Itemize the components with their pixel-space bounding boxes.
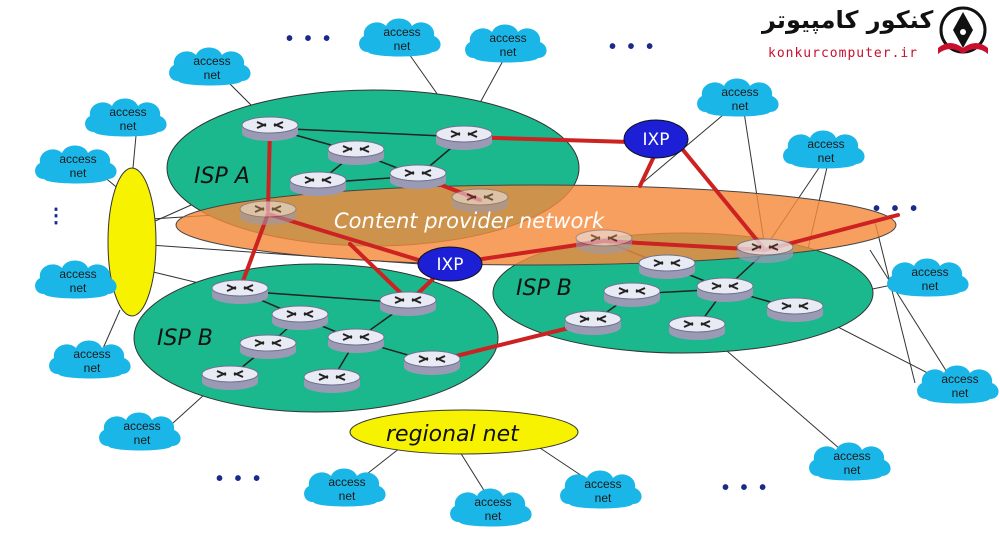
access-net-label-line1: access: [489, 31, 526, 45]
access-net-label-line1: access: [807, 137, 844, 151]
router-icon: [201, 365, 259, 391]
access-net-label-line2: net: [70, 281, 87, 295]
access-net-label-line1: access: [584, 477, 621, 491]
access-net-label-line2: net: [70, 166, 87, 180]
router-icon: [638, 254, 696, 280]
brand-logo: کنکور کامپیوتر konkurcomputer.ir: [752, 4, 998, 68]
access-net-label-line1: access: [721, 85, 758, 99]
router-icon: [696, 277, 754, 303]
router-icon: [564, 310, 622, 336]
access-net-label-line1: access: [328, 475, 365, 489]
router-icon: [668, 315, 726, 341]
content-provider-network: [175, 184, 897, 266]
access-net-label-line1: access: [383, 25, 420, 39]
access-net-label-line2: net: [394, 39, 411, 53]
router-icon: [241, 116, 299, 142]
router-icon: [766, 297, 824, 323]
access-net-label-line2: net: [485, 509, 502, 523]
access-net-label-line2: net: [339, 489, 356, 503]
logo-name: کنکور کامپیوتر: [762, 6, 934, 34]
access-net-label-line2: net: [120, 119, 137, 133]
access-net-label-line2: net: [204, 68, 221, 82]
router-icon: [271, 305, 329, 331]
access-net-label-line2: net: [500, 45, 517, 59]
router-icon: [327, 328, 385, 354]
isp-a-label: ISP A: [194, 164, 250, 189]
isp-b-left-label: ISP B: [157, 326, 213, 351]
access-net-label-line1: access: [59, 152, 96, 166]
ixp-middle-label: IXP: [437, 255, 464, 275]
access-net-label-line2: net: [818, 151, 835, 165]
pen-nib-logo-icon: [938, 6, 988, 54]
ellipsis-top-right: • • •: [609, 36, 656, 58]
access-net-label-line2: net: [134, 433, 151, 447]
access-net-clouds: accessnetaccessnetaccessnetaccessnetacce…: [35, 18, 999, 527]
ellipsis-bottom-right: • • •: [722, 477, 769, 499]
router-icon: [603, 282, 661, 308]
access-net-label-line1: access: [474, 495, 511, 509]
access-net-label-line1: access: [193, 54, 230, 68]
access-net-label-line2: net: [844, 463, 861, 477]
ellipsis-top-left: • • •: [286, 28, 333, 50]
content-provider-label: Content provider network: [334, 209, 605, 233]
router-icon: [211, 279, 269, 305]
router-icon: [379, 291, 437, 317]
regional-ellipse-left: [107, 167, 157, 317]
access-net-label-line1: access: [833, 449, 870, 463]
access-net-label-line1: access: [59, 267, 96, 281]
router-icon: [435, 125, 493, 151]
router-icon: [303, 368, 361, 394]
router-icon: [389, 164, 447, 190]
isp-b-right-label: ISP B: [516, 276, 572, 301]
router-icon: [239, 334, 297, 360]
ellipsis-bottom-left: • • •: [216, 468, 263, 490]
access-net-label-line2: net: [922, 279, 939, 293]
access-net-label-line2: net: [595, 491, 612, 505]
regional-net-label: regional net: [386, 422, 520, 447]
router-icon: [403, 350, 461, 376]
ellipsis-right: • • •: [873, 198, 920, 220]
router-icon: [239, 200, 297, 226]
access-net-label-line2: net: [732, 99, 749, 113]
router-icon: [327, 140, 385, 166]
ixp-middle: IXP: [417, 246, 483, 282]
access-net-label-line1: access: [941, 372, 978, 386]
ellipsis-left-vertical: ⋮: [46, 205, 69, 227]
access-net-label-line1: access: [73, 347, 110, 361]
router-icon: [736, 238, 794, 264]
regional-net: [349, 409, 579, 455]
access-net-label-line1: access: [109, 105, 146, 119]
access-net-label-line1: access: [123, 419, 160, 433]
ixp-top-label: IXP: [643, 130, 670, 150]
access-net-label-line2: net: [952, 386, 969, 400]
access-net-label-line1: access: [911, 265, 948, 279]
access-net-label-line2: net: [84, 361, 101, 375]
router-icon: [575, 229, 633, 255]
logo-url: konkurcomputer.ir: [768, 46, 919, 61]
ixp-top: IXP: [623, 119, 689, 159]
router-icon: [289, 171, 347, 197]
